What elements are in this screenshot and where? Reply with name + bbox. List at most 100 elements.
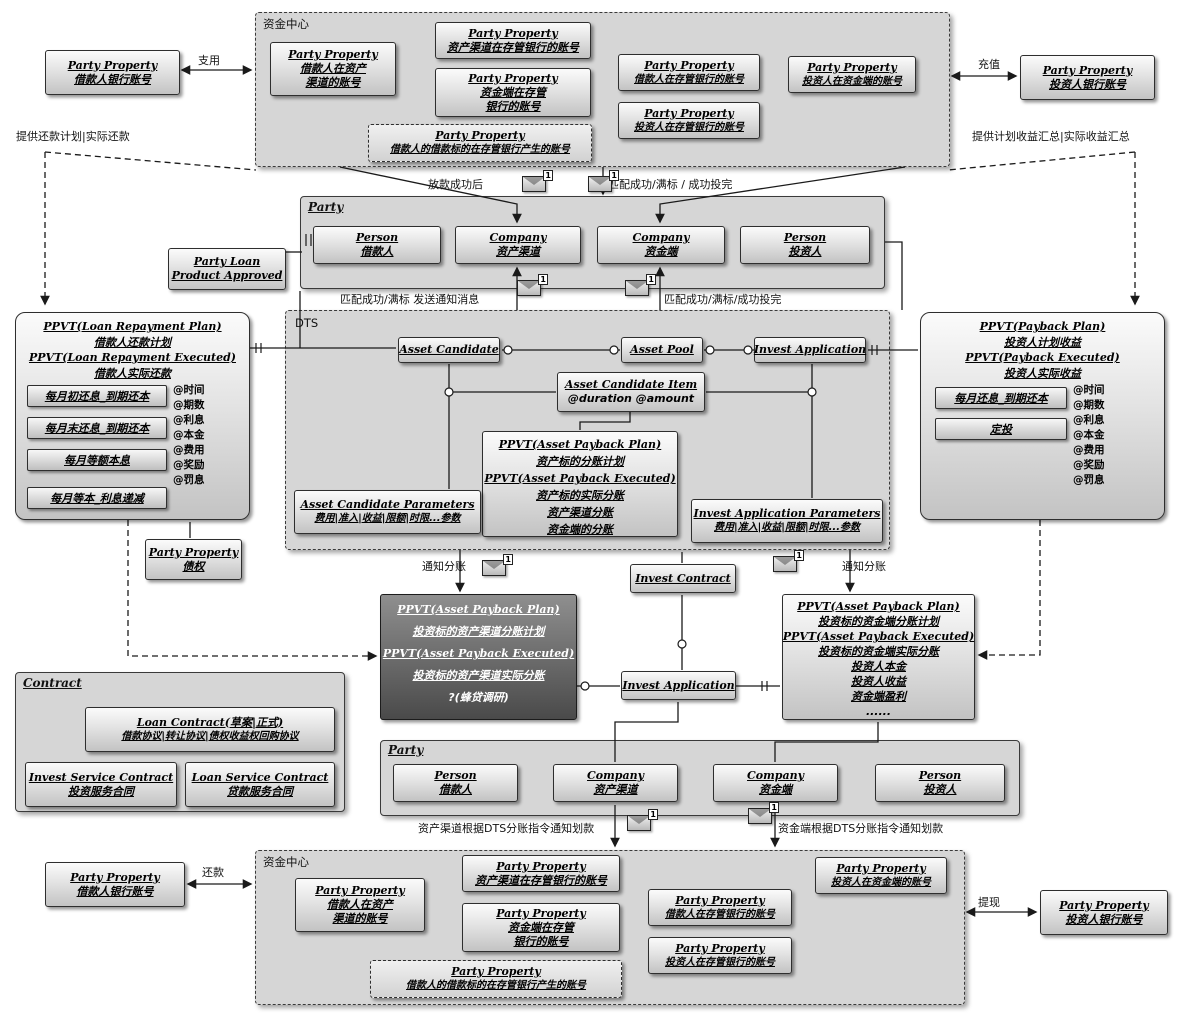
node-title: Party Property bbox=[1042, 63, 1133, 77]
node-row: ?(蜂贷调研) bbox=[448, 691, 509, 704]
message-icon: 1 bbox=[522, 170, 553, 192]
node-title: PPVT(Asset Payback Plan) bbox=[397, 603, 560, 616]
node-attrs: @duration @amount bbox=[567, 392, 695, 405]
payback-attributes: @时间 @期数 @利息 @本金 @费用 @奖励 @罚息 bbox=[1073, 383, 1143, 488]
loan-target-custodian-account-bottom-node: Party Property 借款人的借款标的在存管银行产生的账号 bbox=[370, 960, 622, 998]
node-title: Party Property bbox=[67, 58, 158, 72]
node-title: PPVT(Payback Plan) bbox=[979, 320, 1106, 333]
label-tixian: 提现 bbox=[978, 896, 1000, 909]
attr: @本金 bbox=[1073, 429, 1105, 441]
party-top-label: Party bbox=[308, 200, 344, 214]
node-title: Company bbox=[747, 769, 804, 782]
message-icon: 1 bbox=[773, 550, 804, 572]
label-match-right: 匹配成功/满标/成功投完 bbox=[664, 293, 782, 306]
node-desc: 投资服务合同 bbox=[68, 784, 134, 798]
node-subtitle: 借款人银行账号 bbox=[74, 72, 151, 86]
repayment-attributes: @时间 @期数 @利息 @本金 @费用 @奖励 @罚息 bbox=[173, 383, 243, 488]
node-title: Party Property bbox=[496, 859, 586, 873]
attr: @利息 bbox=[173, 414, 205, 426]
node-title: Person bbox=[355, 231, 399, 244]
node-line: 银行的账号 bbox=[513, 934, 569, 948]
node-title: Party Property bbox=[468, 26, 558, 40]
node-line: 借款人的借款标的在存管银行产生的账号 bbox=[406, 980, 586, 991]
asset-candidate-node: Asset Candidate bbox=[398, 337, 500, 363]
capital-center-top-label: 资金中心 bbox=[263, 17, 309, 31]
node-title: PPVT(Asset Payback Plan) bbox=[797, 600, 960, 613]
node-row: 投资标的资金端实际分账 bbox=[818, 645, 939, 658]
node-row: 投资人收益 bbox=[851, 675, 906, 688]
message-count-badge: 1 bbox=[538, 274, 548, 285]
message-icon: 1 bbox=[748, 802, 779, 824]
node-title: Party Property bbox=[836, 861, 926, 875]
node-subtitle: 借款人银行账号 bbox=[76, 884, 154, 898]
node-title: Invest Contract bbox=[635, 571, 731, 585]
node-line: 银行的账号 bbox=[485, 99, 541, 113]
party-bottom-asset-channel-node: Company 资产渠道 bbox=[553, 764, 678, 802]
node-subtitle: 债权 bbox=[182, 559, 205, 573]
borrower-bank-account-top-node: Party Property 借款人银行账号 bbox=[45, 50, 180, 95]
attr: @时间 bbox=[173, 384, 205, 396]
payback-type-2-bar: 定投 bbox=[935, 418, 1067, 440]
node-title: Party Property bbox=[644, 58, 734, 72]
node-line: 资金端在存管 bbox=[508, 920, 574, 934]
message-icon: 1 bbox=[625, 274, 656, 296]
label-provide-income: 提供计划收益汇总|实际收益汇总 bbox=[972, 130, 1130, 143]
attr: @本金 bbox=[173, 429, 205, 441]
label-chongzhi: 充值 bbox=[978, 58, 1000, 71]
node-row: 投资标的资产渠道分账计划 bbox=[412, 625, 545, 638]
repayment-type-2-bar: 每月末还息_到期还本 bbox=[27, 417, 167, 439]
node-row: 投资标的资产渠道实际分账 bbox=[412, 669, 545, 682]
node-line: 借款人在资产 bbox=[300, 62, 366, 75]
attr: @罚息 bbox=[1073, 474, 1105, 486]
node-title: Person bbox=[434, 769, 477, 782]
attr: @罚息 bbox=[173, 474, 205, 486]
label-notify-split-left: 通知分账 bbox=[422, 560, 466, 573]
message-count-badge: 1 bbox=[609, 170, 619, 181]
node-title: PPVT(Payback Executed) bbox=[965, 351, 1120, 364]
message-icon: 1 bbox=[627, 809, 658, 831]
attr: @期数 bbox=[1073, 399, 1105, 411]
message-icon: 1 bbox=[517, 274, 548, 296]
attr: @费用 bbox=[173, 444, 205, 456]
node-subtitle: 投资人银行账号 bbox=[1065, 912, 1143, 926]
node-line: 投资人在资金端的账号 bbox=[802, 75, 902, 87]
node-line: 借款人在存管银行的账号 bbox=[634, 73, 744, 85]
borrower-channel-account-top-node: Party Property 借款人在资产 渠道的账号 bbox=[270, 42, 396, 96]
attr: @期数 bbox=[173, 399, 205, 411]
node-title: Company bbox=[489, 231, 547, 244]
invest-service-contract-node: Invest Service Contract 投资服务合同 bbox=[25, 762, 177, 807]
node-subtitle: 资产渠道 bbox=[496, 245, 540, 258]
node-title: PPVT(Asset Payback Plan) bbox=[498, 438, 662, 451]
repayment-type-3-bar: 每月等额本息 bbox=[27, 449, 167, 471]
node-title: Party Property bbox=[288, 48, 378, 61]
message-count-badge: 1 bbox=[646, 274, 656, 285]
node-row: 投资人本金 bbox=[851, 660, 906, 673]
node-desc: 贷款服务合同 bbox=[227, 784, 293, 798]
label-provide-repayment: 提供还款计划|实际还款 bbox=[16, 130, 130, 143]
node-title: Asset Candidate Parameters bbox=[300, 498, 475, 511]
node-title: PPVT(Loan Repayment Executed) bbox=[28, 351, 236, 364]
node-title: Company bbox=[587, 769, 644, 782]
node-title: Party Property bbox=[70, 870, 160, 884]
dts-label: DTS bbox=[295, 316, 319, 330]
label-loan-success: 放款成功后 bbox=[428, 178, 483, 191]
message-count-badge: 1 bbox=[543, 170, 553, 181]
party-top-asset-channel-node: Company 资产渠道 bbox=[455, 226, 581, 264]
node-subtitle: 借款人实际还款 bbox=[94, 366, 171, 380]
asset-candidate-item-node: Asset Candidate Item @duration @amount bbox=[557, 372, 705, 412]
capital-center-bottom-label: 资金中心 bbox=[263, 855, 309, 869]
node-title: Party Property bbox=[644, 106, 734, 120]
attr: @奖励 bbox=[1073, 459, 1105, 471]
label-match-notify: 匹配成功/满标 发送通知消息 bbox=[340, 293, 480, 306]
node-title: Asset Candidate bbox=[399, 343, 499, 356]
node-subtitle: 投资人计划收益 bbox=[1004, 335, 1081, 349]
node-line: 借款人的借款标的在存管银行产生的账号 bbox=[390, 144, 570, 155]
node-title: Party Property bbox=[435, 129, 525, 142]
node-desc: 费用|准入|收益|限额|时限...参数 bbox=[713, 522, 860, 533]
node-line: 资金端在存管 bbox=[480, 85, 546, 99]
party-loan-product-approved-node: Party Loan Product Approved bbox=[168, 248, 286, 290]
node-title: Product Approved bbox=[171, 269, 283, 282]
channel-custodian-account-bottom-node: Party Property 资产渠道在存管银行的账号 bbox=[462, 855, 620, 892]
